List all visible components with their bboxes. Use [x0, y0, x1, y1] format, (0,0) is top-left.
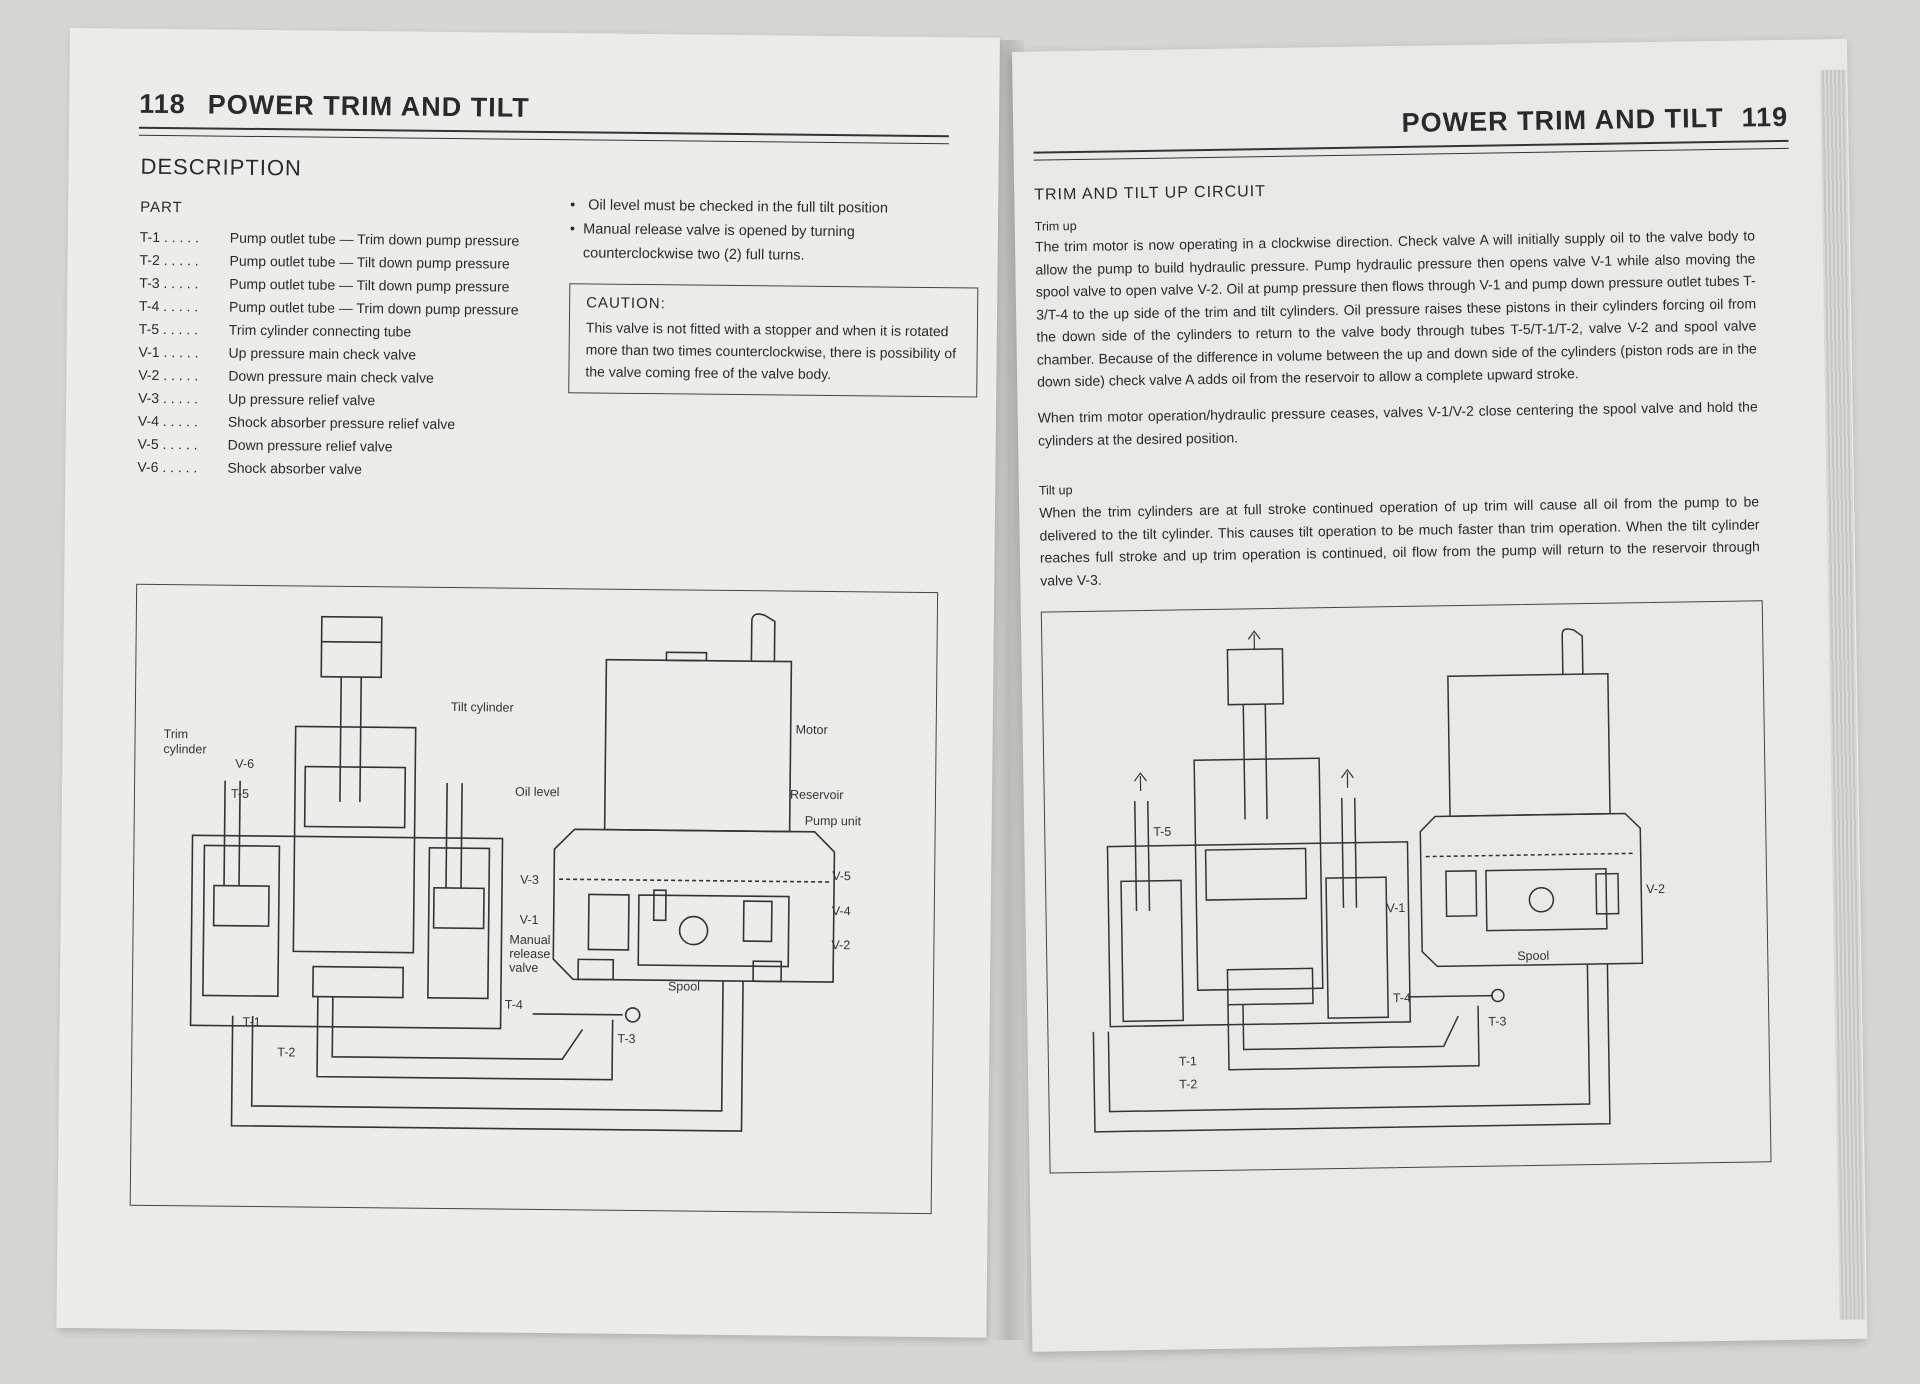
- label-t2: T-2: [1179, 1077, 1197, 1091]
- label-pump-unit: Pump unit: [805, 814, 862, 829]
- part-code: V-4 . . . . .: [137, 412, 198, 430]
- notes: • Oil level must be checked in the full t…: [570, 193, 951, 269]
- page-number: 119: [1741, 101, 1789, 133]
- bullet-icon: •: [570, 197, 576, 214]
- page-number: 118: [139, 88, 186, 120]
- list-item: T-5 . . . . . Trim cylinder connecting tu…: [139, 319, 559, 343]
- label-manual-2: release: [509, 947, 550, 961]
- label-t5: T-5: [231, 787, 249, 801]
- part-heading: PART: [140, 198, 183, 217]
- part-desc: Up pressure relief valve: [228, 390, 376, 409]
- hydraulic-diagram-left: Tilt cylinder Trim cylinder Motor Oil le…: [129, 583, 939, 1215]
- label-manual-3: valve: [509, 961, 538, 975]
- part-desc: Shock absorber valve: [227, 459, 363, 478]
- part-code: V-6 . . . . .: [137, 458, 198, 476]
- list-item: V-3 . . . . . Up pressure relief valve: [138, 388, 558, 412]
- section-title: TRIM AND TILT UP CIRCUIT: [1034, 183, 1267, 204]
- label-v1: V-1: [1386, 901, 1405, 915]
- list-item: V-6 . . . . . Shock absorber valve: [137, 457, 557, 481]
- list-item: T-1 . . . . . Pump outlet tube — Trim dow…: [140, 227, 560, 251]
- parts-list: T-1 . . . . . Pump outlet tube — Trim dow…: [137, 227, 560, 484]
- label-v2: V-2: [831, 938, 850, 952]
- trim-up-text: The trim motor is now operating in a clo…: [1034, 227, 1757, 390]
- caution-box: CAUTION: This valve is not fitted with a…: [568, 283, 979, 398]
- header-rule-thin: [138, 134, 949, 145]
- part-code: T-1 . . . . .: [139, 228, 200, 246]
- part-code: T-4 . . . . .: [139, 297, 199, 315]
- part-desc: Down pressure relief valve: [227, 436, 393, 455]
- label-t3: T-3: [617, 1032, 635, 1046]
- label-v5: V-5: [832, 869, 851, 883]
- caution-title: CAUTION:: [586, 294, 666, 313]
- hydraulic-diagram-right: T-5 V-1 V-2 Spool T-4 T-3 T-1 T-2: [1040, 600, 1772, 1174]
- header-title: POWER TRIM AND TILT: [1401, 102, 1724, 138]
- label-trim-cylinder-2: cylinder: [163, 742, 206, 756]
- list-item: V-1 . . . . . Up pressure main check valv…: [139, 342, 559, 366]
- part-desc: Pump outlet tube — Tilt down pump pressu…: [229, 275, 510, 295]
- bullet-icon: •: [569, 221, 576, 238]
- part-code: V-3 . . . . .: [138, 389, 199, 407]
- right-page-header: POWER TRIM AND TILT 119: [1401, 102, 1788, 139]
- label-tilt-cylinder: Tilt cylinder: [451, 700, 514, 715]
- part-desc: Up pressure main check valve: [228, 344, 417, 363]
- label-t1: T-1: [243, 1015, 261, 1029]
- list-item: V-2 . . . . . Down pressure main check va…: [138, 365, 558, 389]
- part-code: T-3 . . . . .: [139, 274, 199, 292]
- part-desc: Pump outlet tube — Trim down pump pressu…: [229, 229, 520, 249]
- label-trim-cylinder-1: Trim: [164, 727, 189, 741]
- label-t4: T-4: [1393, 991, 1411, 1005]
- label-v4: V-4: [832, 904, 851, 918]
- right-page: POWER TRIM AND TILT 119 TRIM AND TILT UP …: [1012, 38, 1868, 1352]
- hydraulic-schematic: Tilt cylinder Trim cylinder Motor Oil le…: [163, 613, 862, 1132]
- part-desc: Pump outlet tube — Trim down pump pressu…: [229, 298, 519, 318]
- part-code: V-5 . . . . .: [137, 435, 198, 453]
- part-desc: Pump outlet tube — Tilt down pump pressu…: [229, 252, 510, 272]
- list-item: T-4 . . . . . Pump outlet tube — Trim dow…: [139, 296, 559, 320]
- part-desc: Down pressure main check valve: [228, 367, 434, 386]
- header-rule: [1033, 139, 1789, 154]
- label-motor: Motor: [796, 723, 828, 737]
- note-manual-release: • Manual release valve is opened by turni…: [570, 217, 950, 269]
- tilt-up-heading: Tilt up: [1038, 483, 1073, 498]
- label-spool: Spool: [668, 979, 700, 993]
- label-v1: V-1: [520, 913, 539, 927]
- part-code: V-2 . . . . .: [138, 366, 199, 384]
- part-code: T-2 . . . . .: [139, 251, 199, 269]
- label-t3: T-3: [1488, 1014, 1506, 1028]
- section-title: DESCRIPTION: [140, 153, 303, 181]
- label-t5: T-5: [1153, 825, 1171, 839]
- note-text: Oil level must be checked in the full ti…: [588, 197, 889, 217]
- part-code: V-1 . . . . .: [138, 343, 199, 361]
- left-page-header: 118 POWER TRIM AND TILT: [139, 89, 530, 124]
- list-item: V-5 . . . . . Down pressure relief valve: [138, 434, 558, 458]
- list-item: T-2 . . . . . Pump outlet tube — Tilt dow…: [139, 250, 559, 274]
- trim-up-heading: Trim up: [1034, 219, 1077, 234]
- list-item: V-4 . . . . . Shock absorber pressure rel…: [138, 411, 558, 435]
- label-v3: V-3: [520, 873, 539, 887]
- hydraulic-schematic: T-5 V-1 V-2 Spool T-4 T-3 T-1 T-2: [1092, 628, 1665, 1133]
- part-desc: Shock absorber pressure relief valve: [227, 413, 456, 433]
- diagram-labels: T-5 V-1 V-2 Spool T-4 T-3 T-1 T-2: [1153, 825, 1665, 1092]
- label-reservoir: Reservoir: [790, 788, 844, 803]
- tilt-up-text: When the trim cylinders are at full stro…: [1039, 493, 1760, 589]
- label-manual-1: Manual: [509, 933, 550, 947]
- list-item: T-3 . . . . . Pump outlet tube — Tilt dow…: [139, 273, 559, 297]
- label-t1: T-1: [1179, 1054, 1197, 1068]
- label-v2: V-2: [1646, 882, 1665, 896]
- label-t4: T-4: [505, 998, 523, 1012]
- trim-up-text-2: When trim motor operation/hydraulic pres…: [1037, 398, 1758, 449]
- label-spool: Spool: [1517, 949, 1549, 964]
- label-t2: T-2: [277, 1045, 295, 1059]
- label-oil-level: Oil level: [515, 785, 560, 799]
- header-title: POWER TRIM AND TILT: [207, 89, 530, 123]
- label-v6: V-6: [235, 757, 254, 771]
- part-desc: Trim cylinder connecting tube: [228, 321, 412, 340]
- caution-text: This valve is not fitted with a stopper …: [585, 319, 957, 382]
- diagram-labels: Tilt cylinder Trim cylinder Motor Oil le…: [163, 700, 862, 1059]
- part-code: T-5 . . . . .: [138, 320, 199, 338]
- note-text: Manual release valve is opened by turnin…: [582, 221, 855, 264]
